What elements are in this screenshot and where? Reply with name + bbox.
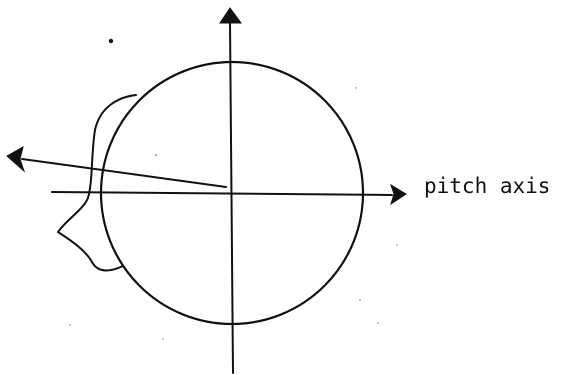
direction-vector [22, 159, 226, 187]
pitch-axis-line [52, 192, 392, 195]
nose-profile [58, 95, 136, 270]
pitch-axis-label: pitch axis [424, 174, 550, 198]
vertical-axis [230, 22, 233, 373]
scan-speckles [69, 39, 397, 340]
pitch-axis-arrowhead [391, 185, 406, 204]
vertical-axis-arrowhead [220, 8, 241, 23]
